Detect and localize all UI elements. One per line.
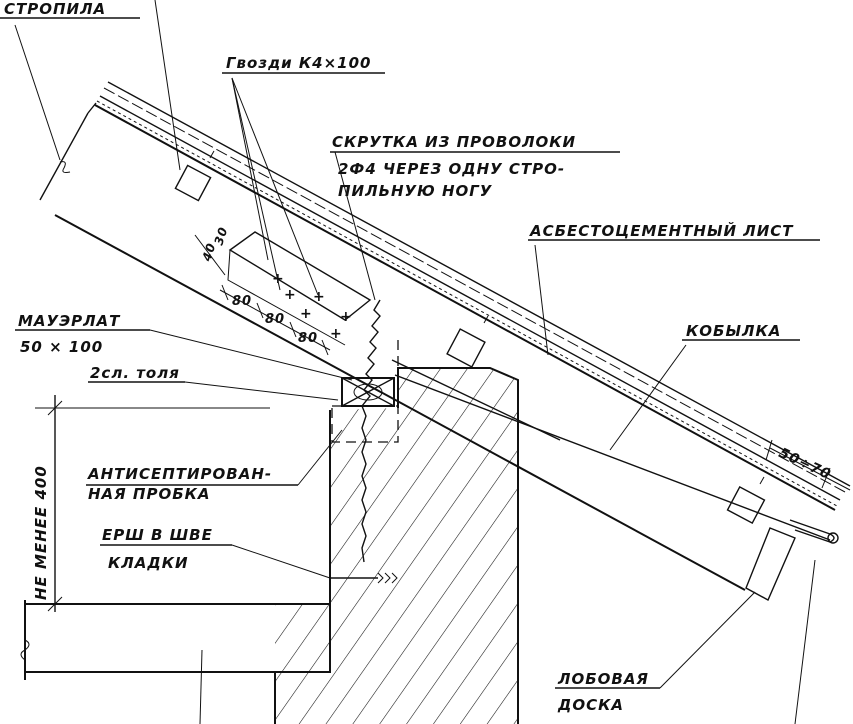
nail-pad: + + + + + + — [227, 231, 372, 346]
dim-80b-label: 80 — [265, 312, 285, 327]
label-antiseptic-2: НАЯ ПРОБКА — [88, 485, 211, 503]
floor-slab — [20, 600, 331, 724]
fascia-board — [745, 519, 839, 601]
leader-lines — [0, 0, 820, 724]
label-fascia-1: ЛОБОВАЯ — [557, 670, 649, 688]
dim-30-label: 30 — [212, 225, 231, 247]
label-mauerlat-2: 50 × 100 — [20, 338, 103, 356]
label-nails: Гвозди К4×100 — [226, 54, 372, 72]
dim-80c-label: 80 — [298, 331, 318, 346]
dim-small: 40 30 80 80 80 — [194, 225, 331, 356]
wire-twist — [361, 299, 381, 563]
label-rafters: СТРОПИЛА — [4, 0, 106, 18]
label-antiseptic-1: АНТИСЕПТИРОВАН- — [87, 465, 272, 483]
dim-min-height-label: НЕ МЕНЕЕ 400 — [32, 465, 50, 600]
roof-covering — [96, 81, 851, 507]
label-ruff-2: КЛАДКИ — [108, 554, 189, 572]
label-roofing-felt: 2сл. толя — [90, 364, 180, 382]
ruff-anchor — [330, 572, 398, 584]
svg-text:+: + — [284, 287, 297, 303]
svg-text:+: + — [340, 309, 353, 325]
label-ruff-1: ЕРШ В ШВЕ — [102, 526, 213, 544]
dim-min-height: НЕ МЕНЕЕ 400 — [32, 395, 270, 612]
label-fascia-2: ДОСКА — [557, 696, 624, 714]
svg-text:+: + — [330, 326, 343, 342]
svg-text:+: + — [313, 289, 326, 305]
label-sprocket: КОБЫЛКА — [686, 322, 781, 340]
label-wire-twist-3: ПИЛЬНУЮ НОГУ — [338, 182, 493, 200]
brick-wall — [274, 367, 519, 724]
svg-text:+: + — [300, 306, 313, 322]
dim-40-label: 40 — [199, 241, 218, 264]
battens — [174, 164, 766, 524]
label-asbestos-sheet: АСБЕСТОЦЕМЕНТНЫЙ ЛИСТ — [529, 221, 794, 240]
label-wire-twist-1: СКРУТКА ИЗ ПРОВОЛОКИ — [332, 133, 576, 151]
sprocket-board — [391, 359, 831, 541]
label-wire-twist-2: 2Ф4 ЧЕРЕЗ ОДНУ СТРО- — [338, 160, 565, 178]
rafter-beam — [39, 102, 836, 591]
label-mauerlat-1: МАУЭРЛАТ — [18, 312, 121, 330]
overhang-label: 50÷70 — [776, 445, 833, 483]
dim-80a-label: 80 — [232, 294, 252, 309]
